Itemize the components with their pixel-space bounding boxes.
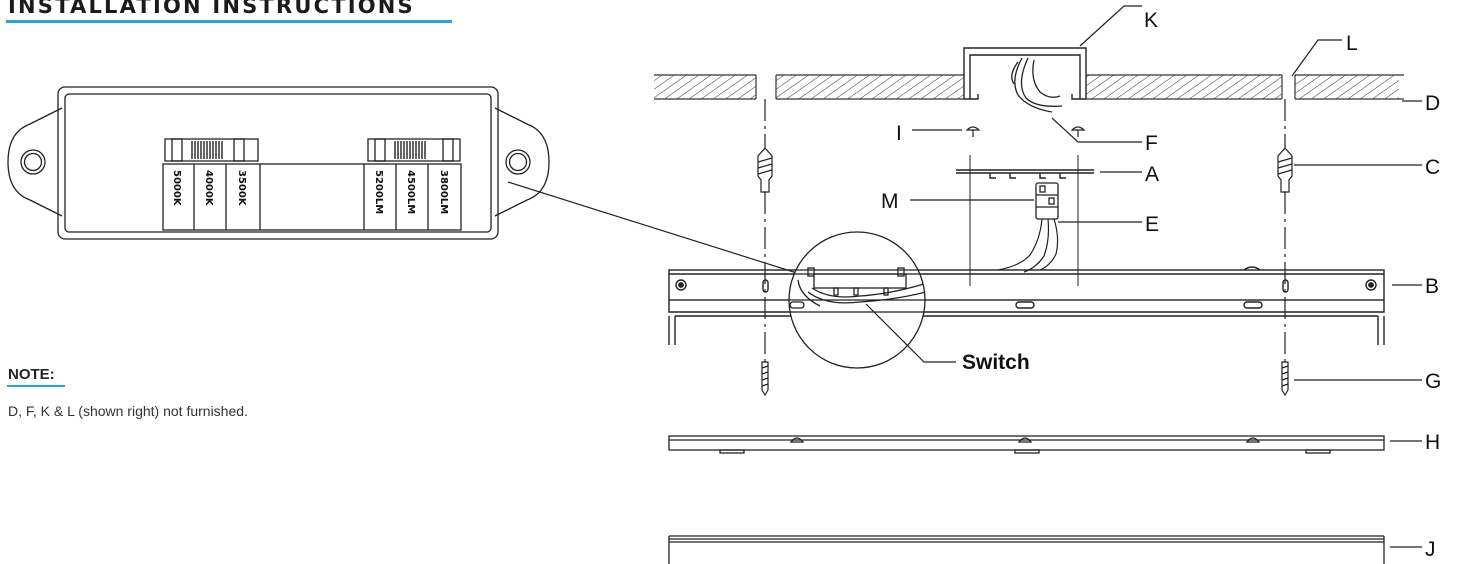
slide-switch-knob-lumen xyxy=(394,141,426,159)
slide-switch-knob-cct xyxy=(191,141,223,159)
fixture-base xyxy=(668,266,1385,345)
supply-wires xyxy=(1011,57,1063,113)
cct-label-3500k: 3500K xyxy=(236,170,247,207)
callout-c: C xyxy=(1425,156,1440,179)
callout-g: G xyxy=(1425,370,1441,393)
callout-m: M xyxy=(881,190,899,213)
diffuser-lens xyxy=(668,535,1385,564)
cct-label-5000k: 5000K xyxy=(171,170,182,207)
callout-e: E xyxy=(1145,213,1159,236)
quick-connector xyxy=(1035,182,1059,220)
switch-detail-circle xyxy=(788,231,926,369)
callout-j: J xyxy=(1425,538,1436,561)
callout-leaders xyxy=(865,5,1422,548)
fixture-screw-left xyxy=(761,361,769,397)
cct-label-4000k: 4000K xyxy=(203,170,214,207)
callout-f: F xyxy=(1145,132,1158,155)
switch-box xyxy=(7,86,550,240)
led-panel xyxy=(668,435,1385,454)
plate-guide-lines xyxy=(969,155,1079,286)
wall-anchor-right xyxy=(1277,147,1293,193)
callout-i: I xyxy=(896,122,902,145)
fixture-wires xyxy=(997,218,1059,273)
note-underline xyxy=(7,385,65,387)
ceiling-section xyxy=(654,74,1404,100)
mounting-screw-i xyxy=(965,126,981,137)
note-text: D, F, K & L (shown right) not furnished. xyxy=(8,403,248,419)
note-title: NOTE: xyxy=(8,366,55,383)
page-title: INSTALLATION INSTRUCTIONS xyxy=(8,0,415,18)
callout-b: B xyxy=(1425,275,1439,298)
callout-l: L xyxy=(1346,32,1358,55)
callout-a: A xyxy=(1145,163,1159,186)
callout-h: H xyxy=(1425,431,1440,454)
wall-anchor-left xyxy=(757,147,773,193)
mounting-plate xyxy=(956,169,1094,179)
title-underline xyxy=(6,20,452,23)
alignment-dash-lines xyxy=(764,99,1286,362)
junction-box xyxy=(963,47,1087,100)
callout-switch: Switch xyxy=(962,351,1030,374)
lumen-label-5200lm: 5200LM xyxy=(373,170,384,214)
fixture-screw-right xyxy=(1281,361,1289,397)
callout-d: D xyxy=(1425,92,1440,115)
lumen-label-3800lm: 3800LM xyxy=(438,170,449,214)
mounting-screw-f xyxy=(1070,126,1086,137)
callout-k: K xyxy=(1144,9,1158,32)
lumen-label-4500lm: 4500LM xyxy=(405,170,416,214)
detail-leader-line xyxy=(507,181,801,275)
